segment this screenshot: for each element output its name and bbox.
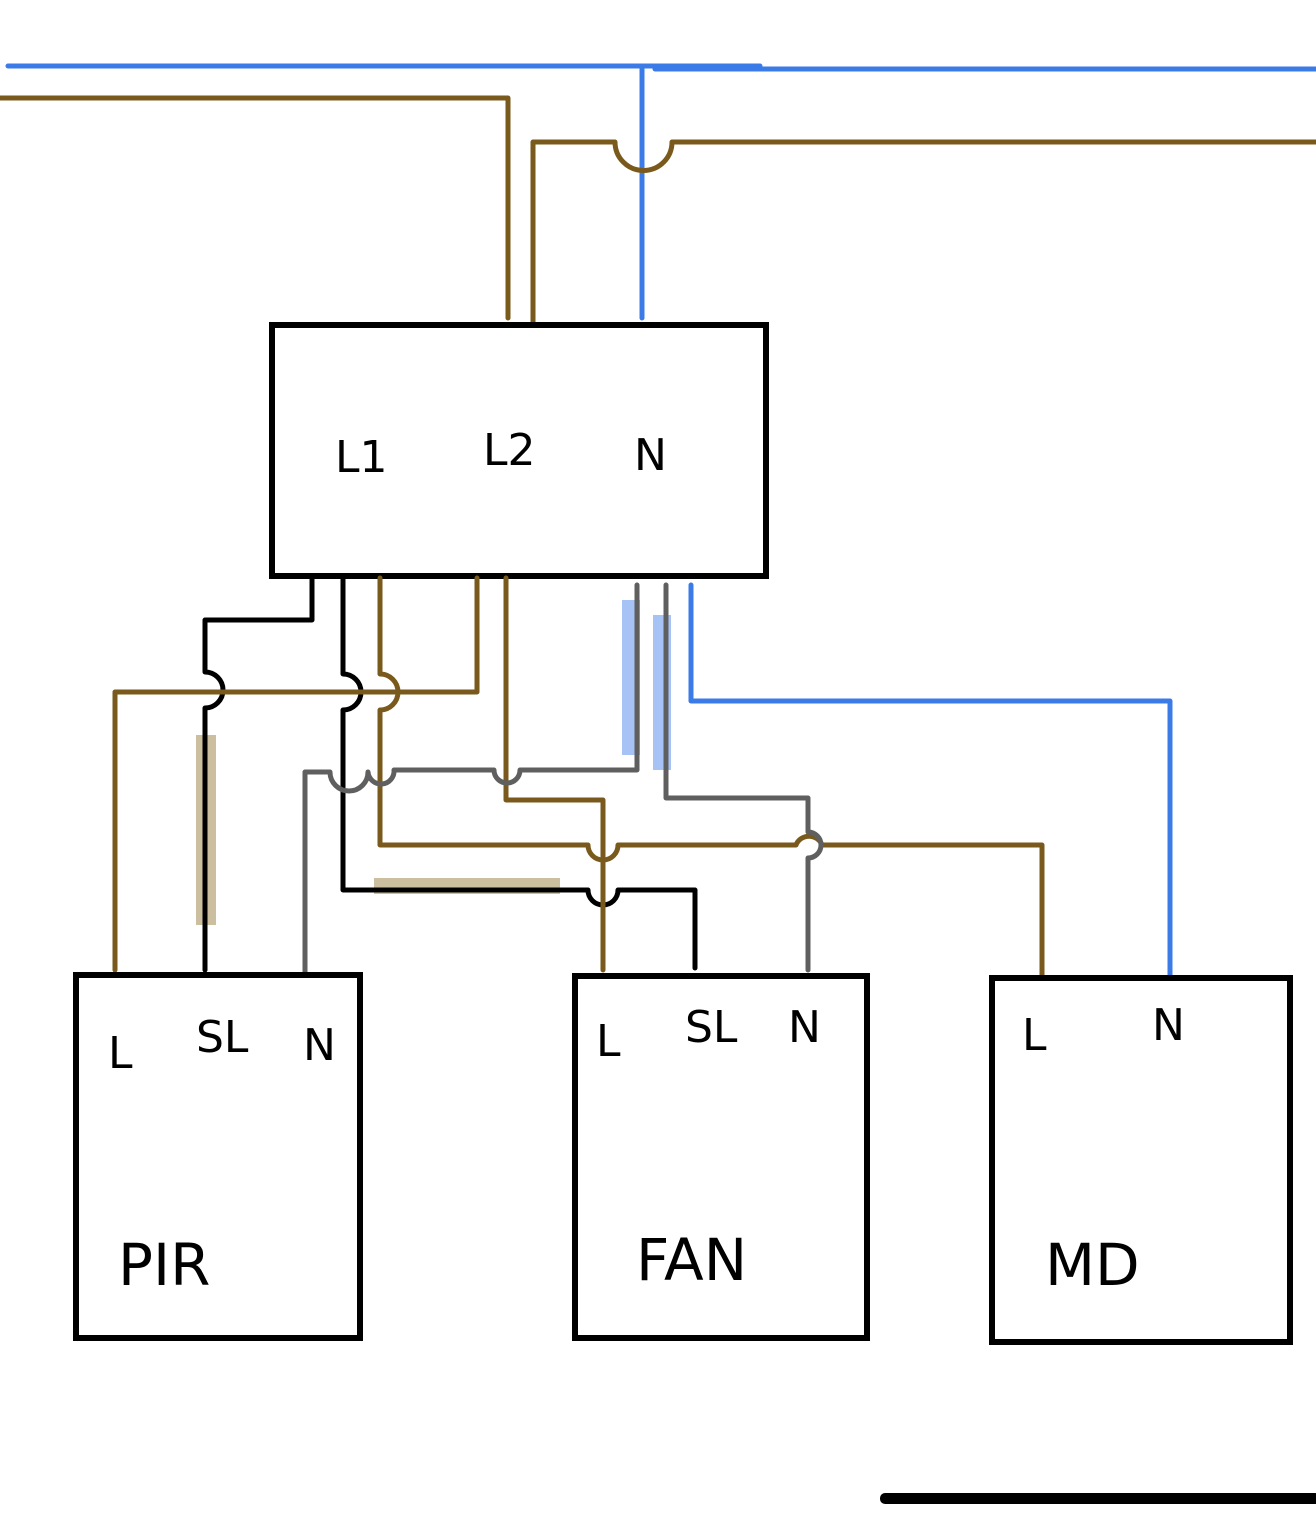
home-indicator-bar — [880, 1493, 1316, 1504]
pir-box — [73, 972, 363, 1341]
md-neutral-wire — [688, 582, 1173, 978]
pir-sl-wire — [202, 575, 315, 973]
md-live-wire — [377, 575, 1045, 981]
fan-sl-wire — [340, 575, 698, 971]
pir-terminal-n: N — [303, 1020, 336, 1071]
switch-box — [269, 322, 769, 579]
fan-terminal-l: L — [596, 1016, 621, 1067]
fan-terminal-n: N — [788, 1002, 821, 1053]
md-label: MD — [1045, 1231, 1140, 1299]
pir-terminal-l: L — [108, 1028, 133, 1079]
terminal-n: N — [634, 430, 667, 481]
fan-box — [572, 973, 870, 1341]
terminal-l1: L1 — [335, 432, 388, 483]
supply-neutral-wire — [5, 63, 1316, 321]
md-terminal-l: L — [1022, 1010, 1047, 1061]
fan-live-wire — [503, 575, 606, 973]
supply-live-wire-2 — [530, 139, 1316, 325]
pir-neutral-wire — [302, 582, 640, 975]
pir-live-wire — [112, 575, 480, 973]
supply-live-wire-1 — [0, 95, 511, 321]
pir-terminal-sl: SL — [196, 1012, 249, 1063]
fan-terminal-sl: SL — [685, 1002, 738, 1053]
pir-label: PIR — [118, 1231, 210, 1299]
md-box — [989, 975, 1293, 1345]
md-terminal-n: N — [1152, 1000, 1185, 1051]
terminal-l2: L2 — [483, 425, 536, 476]
fan-neutral-wire — [663, 582, 824, 973]
fan-label: FAN — [636, 1226, 747, 1294]
